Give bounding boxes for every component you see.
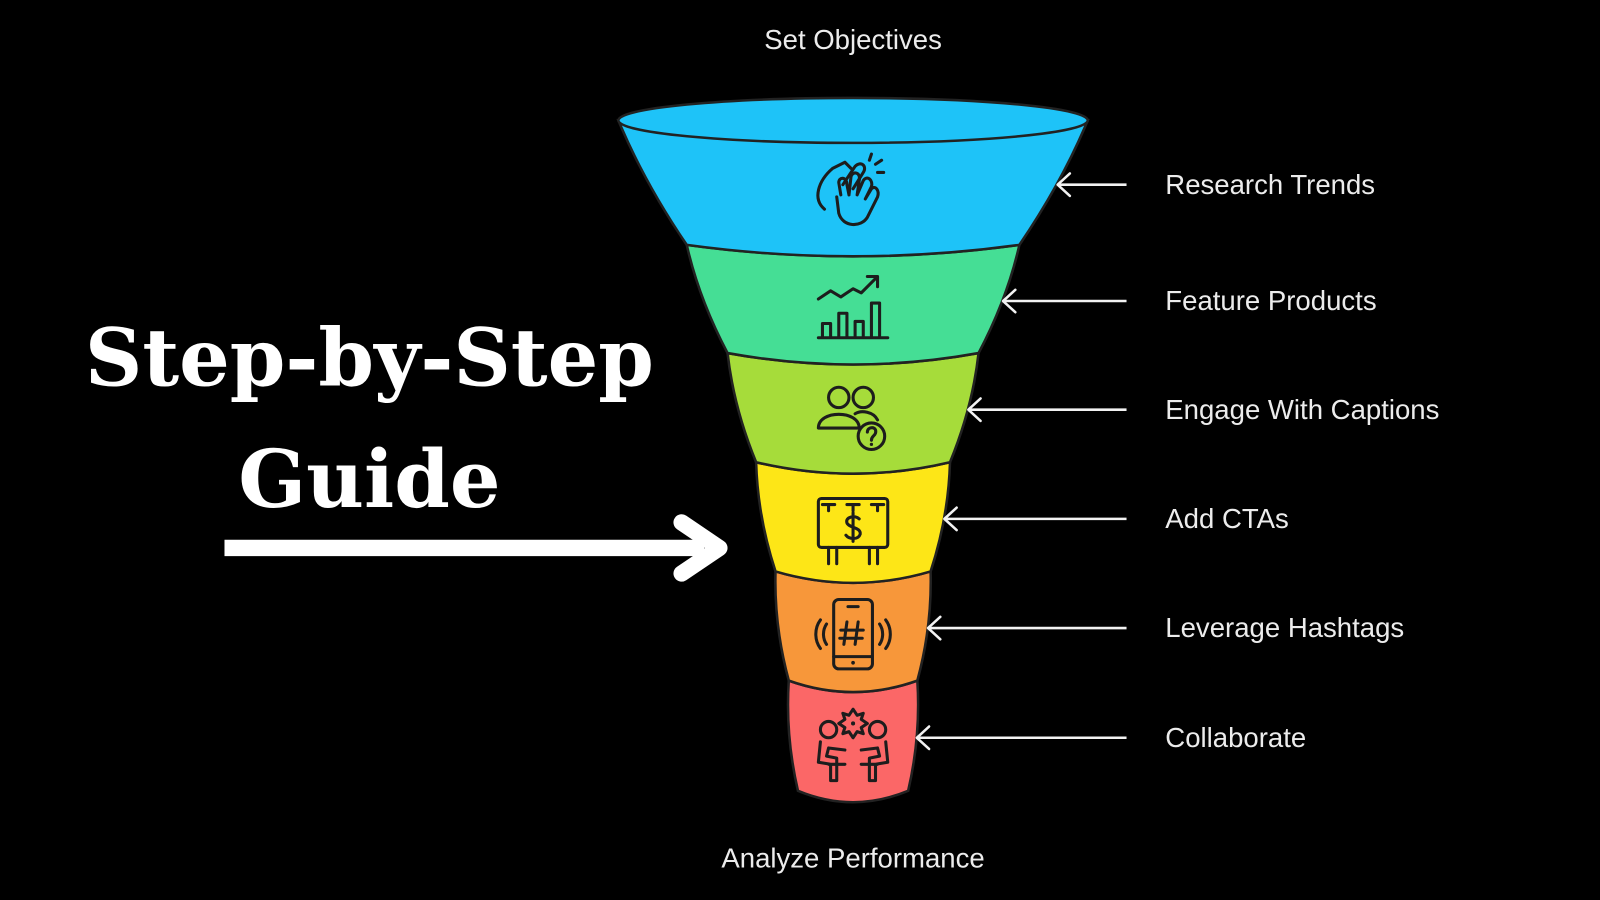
- top-label: Set Objectives: [764, 24, 942, 55]
- clapping-hands-icon: [816, 152, 886, 227]
- stage-label: Leverage Hashtags: [1165, 612, 1404, 643]
- bottom-label: Analyze Performance: [721, 842, 984, 873]
- stage-label: Feature Products: [1165, 285, 1376, 316]
- left-arrow-icon: [915, 725, 1127, 751]
- funnel-segment: [726, 351, 981, 475]
- left-arrow-icon: [1001, 288, 1127, 314]
- phone-hashtag-icon: [814, 597, 892, 671]
- left-arrow-icon: [926, 615, 1127, 641]
- users-question-icon: [816, 385, 887, 452]
- stage-label: Engage With Captions: [1165, 394, 1439, 425]
- funnel-segment: [774, 569, 933, 694]
- billboard-dollar-icon: [816, 496, 890, 566]
- stage-label: Collaborate: [1165, 722, 1306, 753]
- stage-arrows: [915, 172, 1127, 751]
- headline-line2: Guide: [238, 432, 500, 526]
- funnel-icons: [814, 152, 892, 783]
- headline-line1: Step-by-Step: [85, 311, 654, 405]
- left-arrow-icon: [1056, 172, 1127, 198]
- funnel-segment: [786, 678, 920, 804]
- right-arrow-icon: [224, 514, 728, 582]
- funnel-segments: [616, 96, 1090, 804]
- funnel-rim: [617, 96, 1090, 145]
- stage-label: Research Trends: [1165, 169, 1375, 200]
- growth-chart-icon: [816, 275, 890, 340]
- stage-label: Add CTAs: [1165, 503, 1289, 534]
- left-arrow-icon: [967, 397, 1127, 423]
- funnel-segment: [685, 243, 1022, 366]
- collaboration-icon: [816, 707, 890, 783]
- left-arrow-icon: [943, 506, 1127, 532]
